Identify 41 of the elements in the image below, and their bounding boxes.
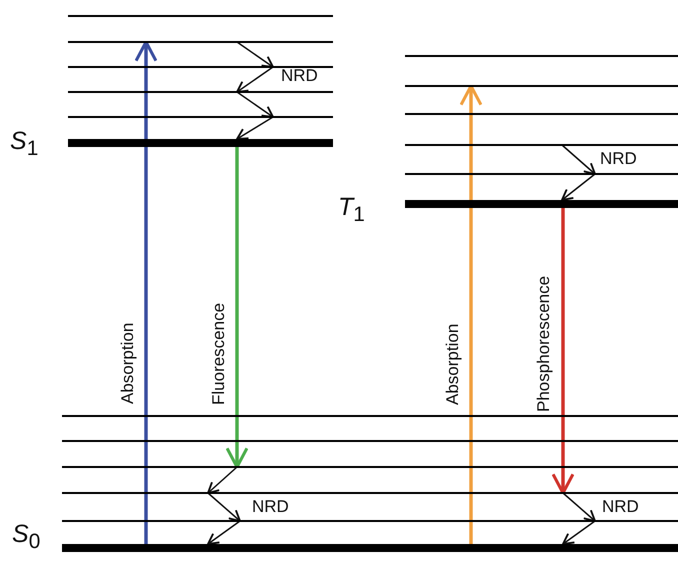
- level-label: T$_{1}$: [338, 193, 365, 228]
- vibrational-level-line: [405, 144, 678, 146]
- vibrational-level-line: [62, 520, 678, 522]
- arrow: [562, 144, 596, 175]
- vibrational-level-line: [68, 91, 333, 93]
- arrow: [207, 466, 238, 494]
- edge-label: NRD: [252, 497, 289, 517]
- vibrational-level-line: [68, 15, 333, 17]
- vibrational-level-line: [405, 173, 678, 175]
- vibrational-level-line: [62, 440, 678, 442]
- arrow: [562, 492, 596, 522]
- edge-label: Phosphorescence: [534, 276, 554, 412]
- vibrational-level-line: [68, 41, 333, 43]
- arrow: [236, 116, 274, 140]
- arrow: [561, 173, 596, 201]
- arrow: [207, 520, 240, 545]
- arrow: [552, 208, 574, 495]
- vibrational-level-line: [405, 55, 678, 57]
- vibrational-level-line: [62, 415, 678, 417]
- edge-label: Absorption: [118, 322, 138, 404]
- vibrational-level-line: [405, 113, 678, 115]
- edge-label: Absorption: [443, 324, 463, 405]
- arrow: [236, 66, 274, 93]
- edge-label: NRD: [281, 66, 318, 86]
- level-label: S$_{0}$: [12, 520, 40, 555]
- vibrational-level-line: [62, 466, 678, 468]
- arrow: [236, 41, 274, 68]
- edge-label: Fluorescence: [209, 302, 229, 405]
- edge-label: NRD: [602, 497, 639, 517]
- vibrational-level-line: [62, 492, 678, 494]
- arrow: [208, 492, 241, 522]
- vibrational-level-line: [405, 85, 678, 87]
- arrow: [236, 91, 274, 118]
- arrow: [460, 84, 482, 544]
- vibrational-level-line: [68, 66, 333, 68]
- level-label: S$_{1}$: [10, 127, 38, 162]
- arrow: [134, 40, 158, 544]
- arrow: [562, 520, 596, 545]
- arrow: [226, 147, 248, 469]
- edge-label: NRD: [600, 149, 637, 169]
- vibrational-level-line: [68, 116, 333, 118]
